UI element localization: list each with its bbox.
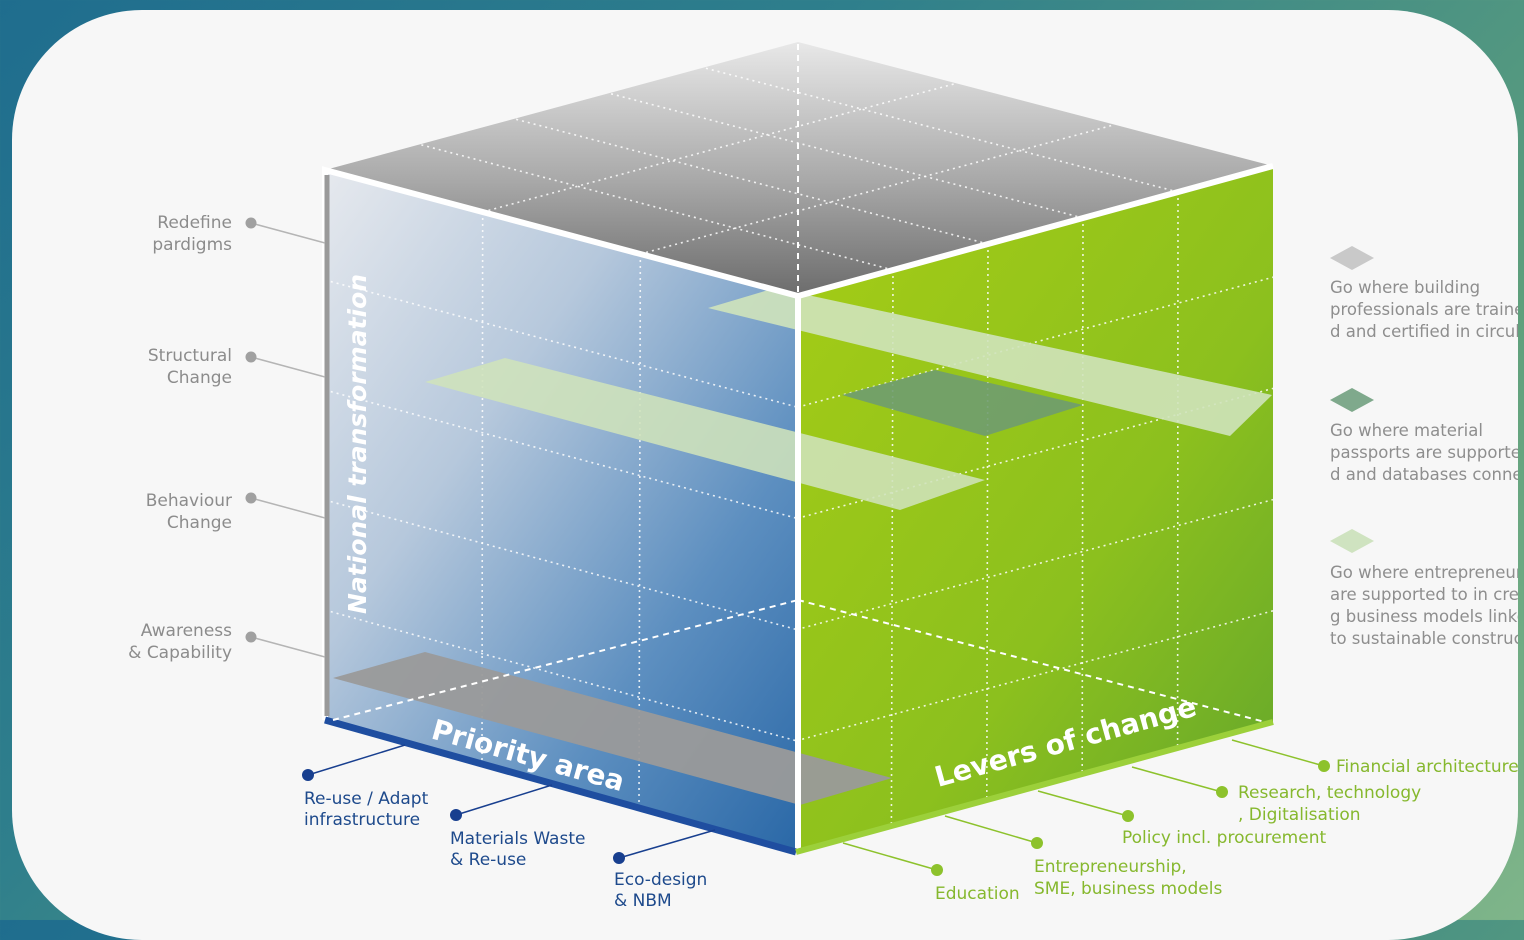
lever-dot: [1318, 760, 1330, 772]
lever-label-2: Entrepreneurship,SME, business models: [1034, 857, 1222, 899]
lever-connector: [1232, 740, 1324, 766]
lever-connector: [1132, 767, 1222, 792]
lever-label-4: Research, technology, Digitalisation: [1238, 783, 1421, 825]
lever-connector: [945, 816, 1037, 843]
priority-connector: [619, 830, 715, 858]
level-connector: [251, 223, 325, 243]
lever-dot: [1031, 837, 1043, 849]
priority-label-2: Materials Waste& Re-use: [450, 829, 585, 870]
cube-diagram: National transformation Priority area Le…: [12, 10, 1518, 940]
lever-dot: [1216, 786, 1228, 798]
level-label-4: Awareness& Capability: [128, 621, 232, 663]
lever-connector: [843, 843, 937, 870]
legend-diamond-3: [1330, 529, 1374, 553]
lever-dot: [1122, 810, 1134, 822]
lever-label-3: Policy incl. procurement: [1122, 828, 1326, 848]
level-dot: [246, 218, 257, 229]
priority-label-3: Eco-design& NBM: [614, 870, 707, 911]
axis-label-national-transformation: National transformation: [343, 274, 372, 614]
lever-label-5: Financial architecture: [1336, 757, 1518, 777]
level-connector: [251, 637, 325, 657]
lever-connector: [1038, 791, 1128, 816]
level-dot: [246, 493, 257, 504]
legend-diamond-1: [1330, 246, 1374, 270]
level-dot: [246, 632, 257, 643]
level-connector: [251, 498, 325, 518]
priority-connector: [308, 745, 405, 775]
priority-dot: [302, 769, 314, 781]
level-connector: [251, 357, 325, 377]
lever-dot: [931, 864, 943, 876]
lever-label-1: Education: [935, 884, 1020, 904]
priority-connector: [456, 785, 552, 815]
priority-dot: [450, 809, 462, 821]
legend-diamond-2: [1330, 388, 1374, 412]
diagram-card: National transformation Priority area Le…: [12, 10, 1518, 940]
priority-dot: [613, 852, 625, 864]
level-dot: [246, 352, 257, 363]
